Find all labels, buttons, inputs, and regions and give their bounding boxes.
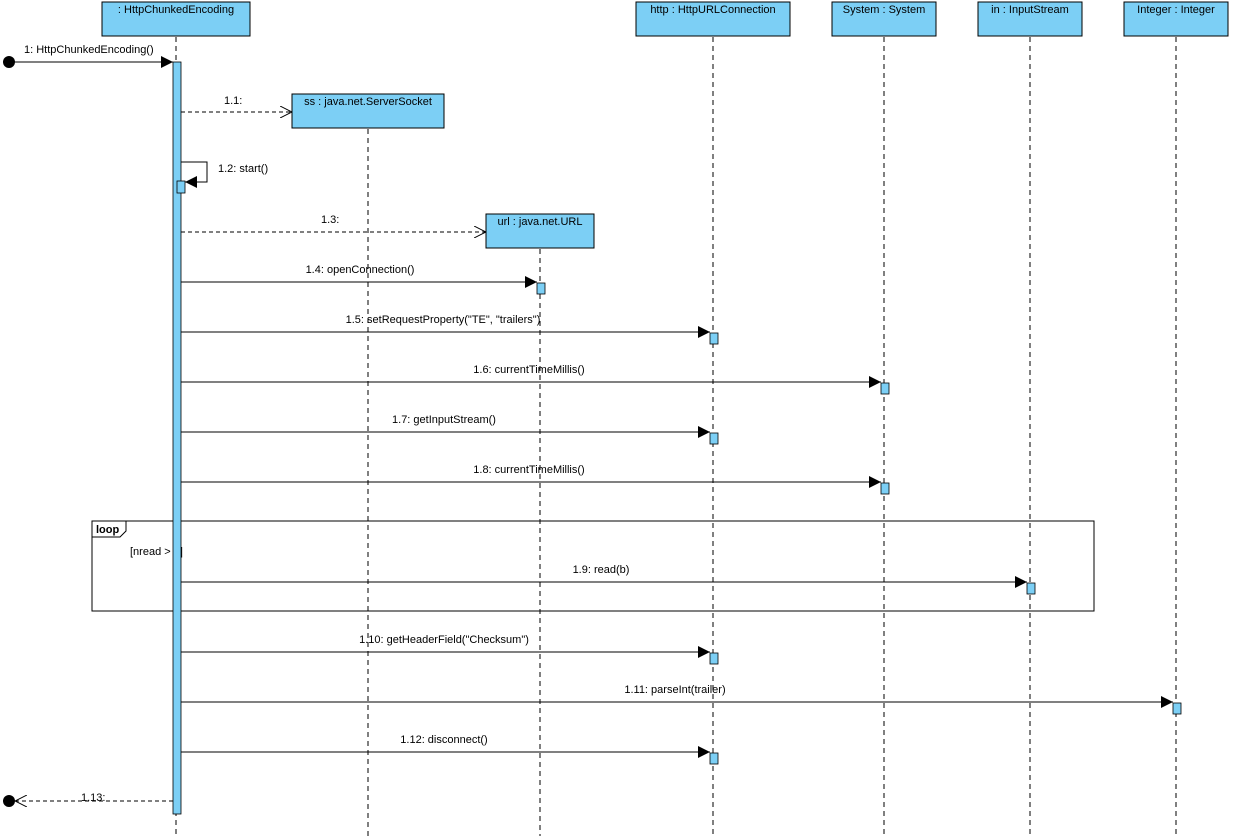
message-1-7[interactable]: 1.7: getInputStream() <box>181 414 710 438</box>
message-1-8[interactable]: 1.8: currentTimeMillis() <box>181 464 881 488</box>
object-label: url : java.net.URL <box>498 216 583 228</box>
message-label: 1.2: start() <box>218 163 268 175</box>
activation-integer <box>1172 702 1182 715</box>
object-label: http : HttpURLConnection <box>650 4 775 16</box>
loop-operator: loop <box>96 524 119 536</box>
activation-http-2 <box>709 432 719 445</box>
activation-http-4 <box>709 752 719 765</box>
activation-system-1 <box>880 382 890 395</box>
final-node <box>3 795 15 807</box>
message-label: 1.6: currentTimeMillis() <box>473 364 584 376</box>
message-label: 1.4: openConnection() <box>306 264 415 276</box>
object-label: System : System <box>843 4 926 16</box>
message-1-12[interactable]: 1.12: disconnect() <box>181 734 710 758</box>
message-1-3[interactable]: 1.3: <box>181 214 486 232</box>
message-1-11[interactable]: 1.11: parseInt(trailer) <box>181 684 1173 708</box>
object-hce[interactable]: : HttpChunkedEncoding <box>101 1 251 37</box>
object-integer[interactable]: Integer : Integer <box>1123 1 1229 37</box>
message-1-4[interactable]: 1.4: openConnection() <box>181 264 537 288</box>
message-1-13[interactable]: 1.13: <box>15 792 173 804</box>
object-http[interactable]: http : HttpURLConnection <box>635 1 791 37</box>
object-system[interactable]: System : System <box>831 1 937 37</box>
activation-system-2 <box>880 482 890 495</box>
message-1[interactable]: 1: HttpChunkedEncoding() <box>15 44 173 68</box>
message-1-6[interactable]: 1.6: currentTimeMillis() <box>181 364 881 388</box>
activation-hce-start <box>176 180 186 194</box>
message-1-10[interactable]: 1.10: getHeaderField("Checksum") <box>181 634 710 658</box>
message-label: 1.8: currentTimeMillis() <box>473 464 584 476</box>
message-1-1[interactable]: 1.1: <box>181 95 292 112</box>
message-label: 1.13: <box>81 792 105 804</box>
loop-fragment: loop [nread > 0] <box>91 520 1095 612</box>
object-in[interactable]: in : InputStream <box>977 1 1083 37</box>
object-label: ss : java.net.ServerSocket <box>304 96 432 108</box>
message-label: 1.9: read(b) <box>573 564 630 576</box>
message-1-9[interactable]: 1.9: read(b) <box>181 564 1027 588</box>
object-ss[interactable]: ss : java.net.ServerSocket <box>291 93 445 129</box>
activation-hce-main <box>172 61 182 815</box>
object-url[interactable]: url : java.net.URL <box>485 213 595 249</box>
message-label: 1.7: getInputStream() <box>392 414 496 426</box>
activation-url <box>536 282 546 295</box>
object-label: Integer : Integer <box>1137 4 1215 16</box>
message-label: 1: HttpChunkedEncoding() <box>24 44 154 56</box>
message-1-5[interactable]: 1.5: setRequestProperty("TE", "trailers"… <box>181 314 710 338</box>
initial-node <box>3 56 15 68</box>
activation-http-3 <box>709 652 719 665</box>
message-label: 1.1: <box>224 95 242 107</box>
object-label: : HttpChunkedEncoding <box>118 4 234 16</box>
message-label: 1.10: getHeaderField("Checksum") <box>359 634 529 646</box>
message-label: 1.12: disconnect() <box>400 734 487 746</box>
message-label: 1.3: <box>321 214 339 226</box>
activation-in <box>1026 582 1036 595</box>
message-label: 1.5: setRequestProperty("TE", "trailers"… <box>346 314 541 326</box>
message-1-2[interactable]: 1.2: start() <box>181 161 268 188</box>
loop-guard: [nread > 0] <box>130 546 183 558</box>
activation-http-1 <box>709 332 719 345</box>
object-label: in : InputStream <box>991 4 1069 16</box>
message-label: 1.11: parseInt(trailer) <box>624 684 725 696</box>
